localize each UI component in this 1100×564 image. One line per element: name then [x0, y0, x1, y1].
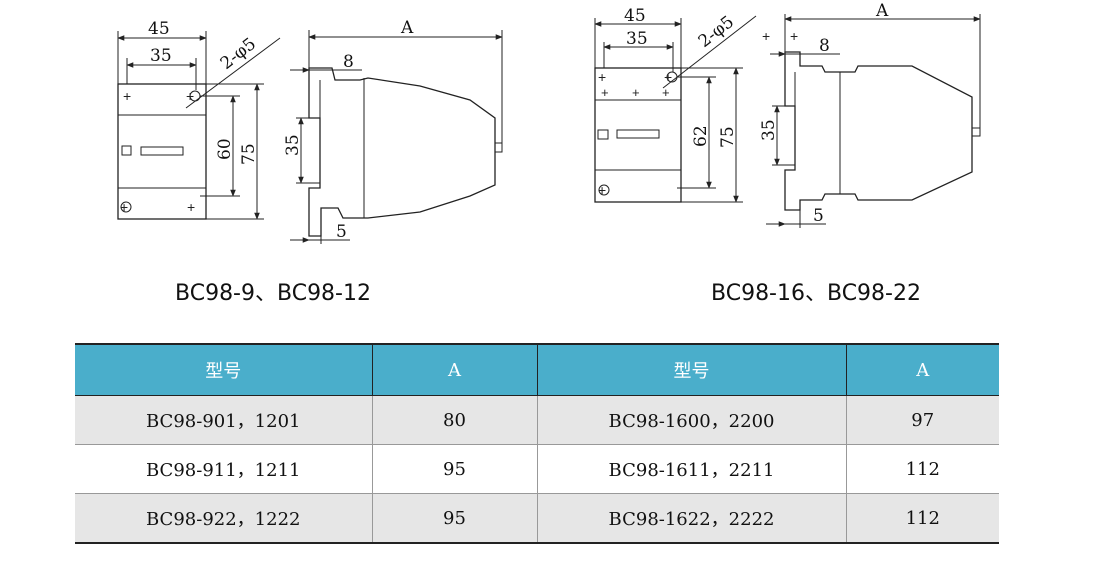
table-row: BC98-922，1222 95 BC98-1622，2222 112 [75, 493, 999, 544]
left-dim-35: 35 [150, 46, 172, 66]
table-cell: BC98-922，1222 [75, 493, 372, 544]
left-dim-a: A [400, 18, 414, 38]
svg-text:+: + [632, 85, 640, 100]
svg-text:+: + [664, 69, 672, 85]
left-front-view: + + + + [117, 83, 207, 220]
table-cell: 112 [845, 493, 999, 544]
header-model-2: 型号 [536, 344, 846, 396]
table-cell: BC98-901，1201 [75, 395, 372, 445]
right-dim-35-side: 35 [759, 119, 779, 141]
right-dim-8: 8 [819, 36, 830, 56]
left-dim-8: 8 [343, 52, 354, 72]
table-row: BC98-911，1211 95 BC98-1611，2211 112 [75, 444, 999, 494]
table-cell: BC98-911，1211 [75, 444, 372, 494]
svg-text:+: + [598, 182, 606, 198]
right-front-view: + + + + + + [594, 67, 682, 203]
left-dim-35-side: 35 [283, 134, 303, 156]
right-caption: BC98-16、BC98-22 [711, 281, 921, 306]
svg-text:+: + [598, 69, 606, 85]
header-model-1: 型号 [75, 344, 372, 396]
svg-text:+: + [120, 199, 128, 215]
left-dim-60: 60 [215, 138, 235, 160]
right-dim-a: A [875, 1, 889, 21]
left-dim-75: 75 [239, 143, 259, 165]
svg-text:+: + [187, 199, 195, 215]
table-cell: BC98-1622，2222 [536, 493, 846, 544]
table-cell: BC98-1611，2211 [536, 444, 846, 494]
right-dim-75: 75 [718, 126, 738, 148]
left-dim-5: 5 [336, 222, 347, 242]
left-caption: BC98-9、BC98-12 [175, 281, 371, 306]
right-front-dimensions: 45 35 2-φ5 62 75 [594, 6, 757, 203]
table-cell: 80 [371, 395, 537, 445]
table-row: BC98-901，1201 80 BC98-1600，2200 97 [75, 395, 999, 445]
right-dim-35: 35 [626, 29, 648, 49]
right-dim-45: 45 [624, 6, 646, 26]
table-cell: 112 [845, 444, 999, 494]
right-side-dimensions: A 8 35 5 [759, 1, 981, 228]
svg-text:+: + [790, 28, 798, 44]
table-cell: 95 [371, 493, 537, 544]
table-cell: 97 [845, 395, 999, 445]
left-side-view [308, 67, 503, 237]
table-cell: BC98-1600，2200 [536, 395, 846, 445]
table-cell: 95 [371, 444, 537, 494]
right-dim-holes: 2-φ5 [695, 12, 738, 52]
svg-text:+: + [762, 28, 770, 44]
left-dim-45: 45 [148, 19, 170, 39]
svg-text:+: + [123, 88, 131, 104]
right-dim-62: 62 [691, 125, 711, 147]
svg-text:+: + [601, 85, 609, 100]
spec-table: 型号 A 型号 A BC98-901，1201 80 BC98-1600，220… [75, 343, 999, 544]
left-side-dimensions: A 8 35 5 [283, 18, 503, 244]
right-dim-5: 5 [813, 206, 824, 226]
header-a-1: A [371, 344, 537, 396]
right-side-view: + + [762, 28, 981, 211]
table-header-row: 型号 A 型号 A [75, 344, 999, 396]
left-dim-holes: 2-φ5 [217, 34, 260, 74]
header-a-2: A [845, 344, 999, 396]
svg-text:+: + [662, 85, 670, 100]
left-front-dimensions: 45 35 2-φ5 60 75 [117, 19, 281, 220]
